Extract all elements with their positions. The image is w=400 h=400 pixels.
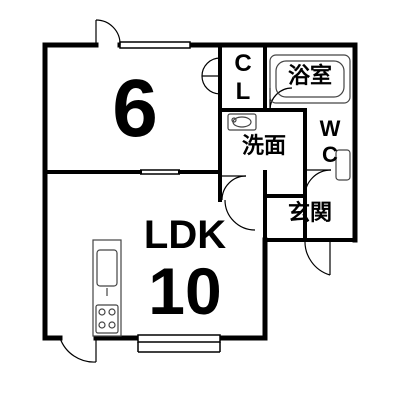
western-room-size: 6	[112, 63, 158, 154]
sliding-door	[140, 169, 180, 175]
wash-basin	[227, 113, 257, 131]
toilet-label-line2: C	[322, 142, 338, 167]
closet-label-line1: C	[234, 50, 252, 77]
kitchen-counter	[92, 239, 122, 337]
washroom-label: 洗面	[241, 134, 286, 159]
interior-walls	[43, 43, 357, 242]
stove	[95, 304, 119, 334]
window-bottom	[137, 334, 221, 353]
door-swings	[59, 19, 332, 363]
ldk-label: LDK	[143, 213, 227, 257]
ldk-size: 10	[148, 254, 222, 328]
bath-label: 浴室	[287, 64, 332, 89]
entrance-label: 玄関	[287, 201, 332, 226]
bathtub	[269, 54, 351, 104]
closet-label-line2: L	[235, 78, 251, 105]
toilet-label-line1: W	[319, 116, 341, 141]
window-top	[119, 41, 191, 49]
toilet-fixture	[335, 149, 351, 181]
